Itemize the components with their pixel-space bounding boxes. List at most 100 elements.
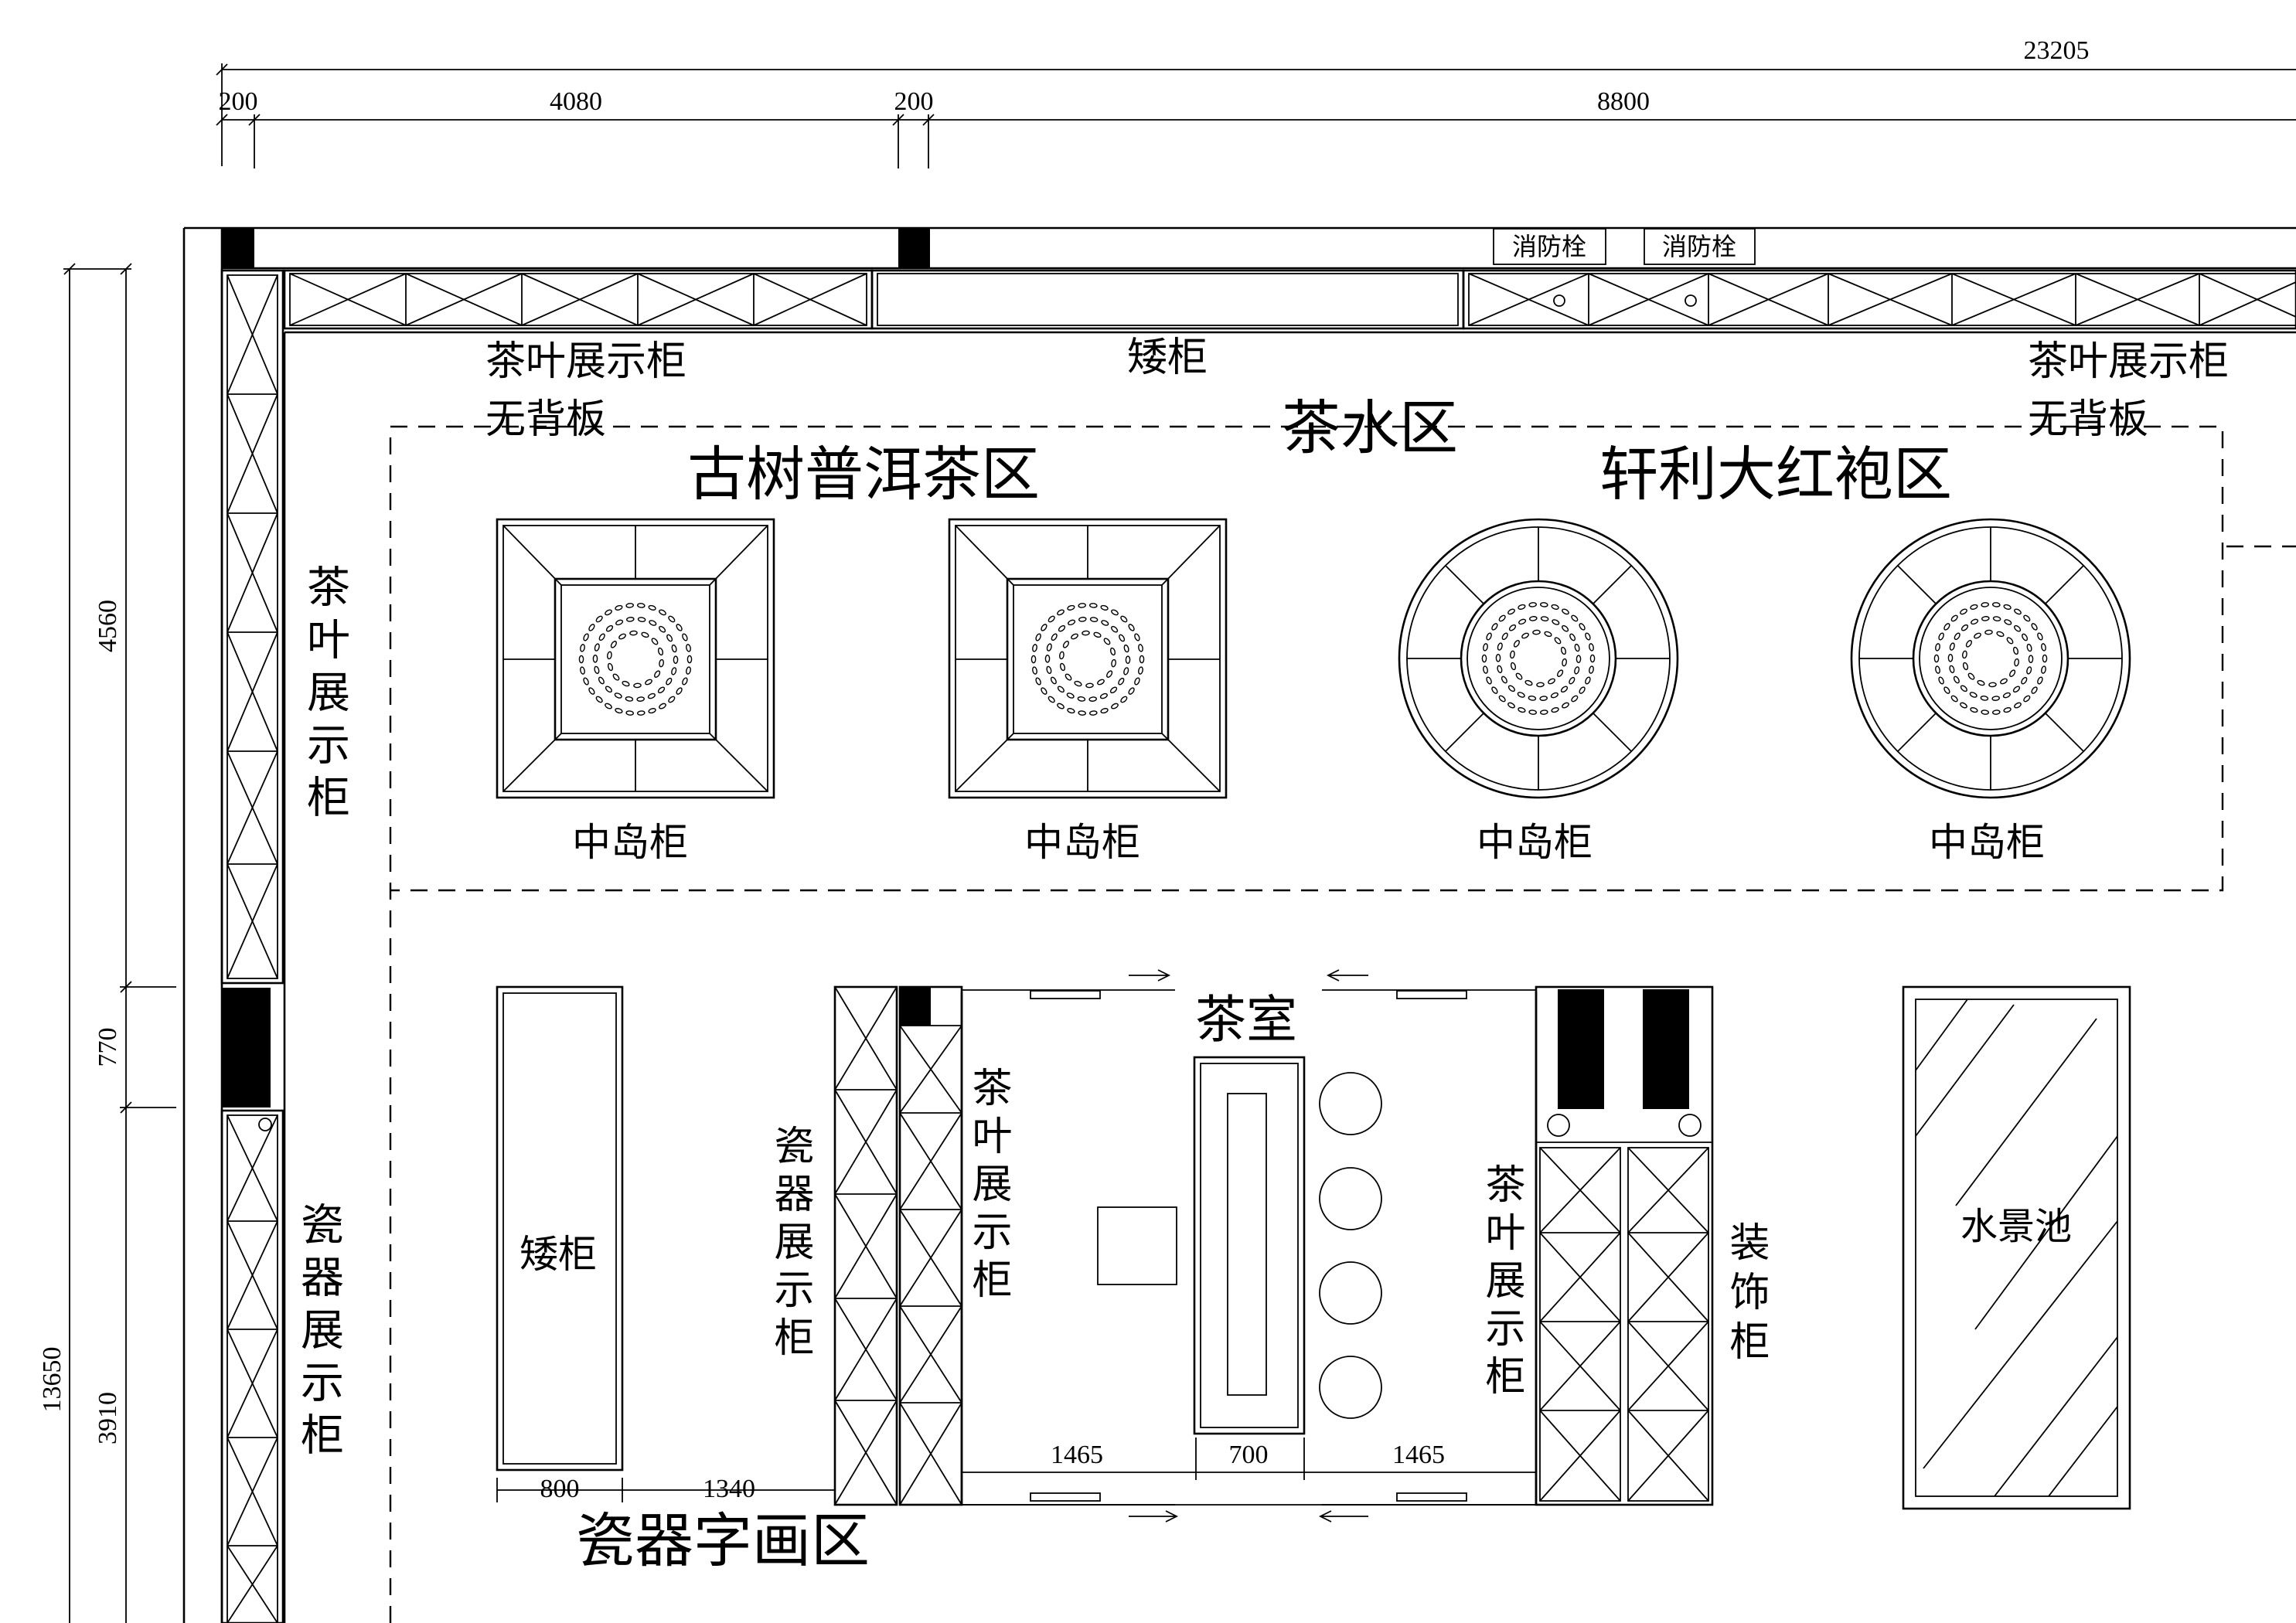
plant-leaf [1109, 686, 1118, 694]
dim-top-seg-2: 4080 [550, 87, 602, 116]
plant-leaf [637, 603, 646, 608]
fire-hydrant-label-1: 消防栓 [1512, 233, 1586, 260]
island-cabinet-round-1 [1398, 518, 1679, 799]
plant-leaf [1970, 604, 1978, 610]
plant-leaf [2003, 604, 2012, 610]
plant-leaf [648, 708, 656, 714]
plant-leaf [1046, 665, 1052, 675]
plant-leaf [1970, 707, 1978, 713]
plant-leaf [1032, 644, 1037, 652]
plant-leaf [1032, 666, 1037, 675]
plant-leaf [1947, 654, 1954, 662]
plant-leaf [1981, 709, 1989, 715]
left-porcelain-display-vertical-label: 瓷器展示柜 [294, 1202, 344, 1465]
plant-leaf [1953, 675, 1960, 684]
plant-leaf [1950, 695, 1958, 703]
plant-leaf [1949, 642, 1955, 651]
plant-leaf [676, 687, 683, 695]
plant-leaf [1498, 695, 1506, 703]
plant-leaf [594, 665, 600, 675]
plant-leaf [659, 703, 666, 709]
plant-leaf [1066, 692, 1075, 699]
plant-leaf [1077, 696, 1086, 702]
plant-leaf [657, 647, 664, 656]
plant-leaf [2012, 646, 2019, 655]
plant-leaf [668, 615, 676, 623]
plant-leaf [1992, 616, 2001, 621]
plant-leaf [1120, 615, 1128, 623]
plant-leaf [1058, 624, 1066, 632]
plant-leaf [1057, 686, 1065, 693]
plant-leaf [1960, 685, 1967, 692]
plant-leaf [1486, 632, 1492, 641]
plant-leaf [1118, 677, 1125, 686]
plant-leaf [682, 677, 688, 686]
plant-leaf [647, 692, 656, 699]
plant-leaf [1501, 632, 1508, 641]
plant-3 [1481, 602, 1596, 715]
plant-leaf [1569, 633, 1576, 641]
plant-decorations [578, 602, 2048, 716]
plant-leaf [1510, 662, 1517, 671]
tea-display-cabinet-inner-left [898, 985, 963, 1506]
plant-leaf [659, 658, 664, 668]
plant-leaf [1551, 604, 1559, 610]
plant-leaf [1123, 644, 1129, 653]
plant-leaf [1991, 696, 2000, 701]
plant-1 [578, 603, 693, 716]
plant-leaf [1068, 619, 1076, 626]
fire-hydrant-label-2: 消防栓 [1662, 233, 1736, 260]
dahongpao-area-label: 轩利大红袍区 [1599, 443, 1952, 508]
plant-leaf [1495, 654, 1501, 662]
plant-leaf [1089, 617, 1099, 622]
plant-leaf [671, 644, 677, 653]
plant-leaf [1123, 667, 1129, 675]
top-low-cabinet [870, 269, 1465, 330]
plant-leaf [1139, 655, 1145, 664]
plant-leaf [2026, 666, 2032, 675]
dim-bottom-2: 1340 [703, 1475, 755, 1503]
plant-leaf [625, 710, 634, 716]
plant-leaf [1585, 676, 1591, 685]
plant-leaf [1109, 647, 1116, 656]
plant-leaf [1518, 604, 1526, 610]
column-1 [223, 229, 254, 267]
plant-leaf [1576, 655, 1582, 663]
plant-leaf [1521, 632, 1529, 639]
plant-leaf [583, 633, 589, 641]
plant-leaf [1540, 602, 1548, 607]
dim-left-seg-2: 770 [94, 1028, 122, 1067]
plant-leaf [1585, 632, 1591, 641]
island-cabinet-square-1 [496, 518, 775, 799]
plant-leaf [1138, 666, 1143, 675]
plant-leaf [2023, 695, 2031, 703]
plant-leaf [666, 634, 673, 642]
island-cabinet-label-4: 中岛柜 [1929, 820, 2045, 865]
plant-leaf [1589, 665, 1594, 674]
plant-leaf [1569, 676, 1576, 685]
plant-leaf [1943, 686, 1950, 694]
plant-leaf [1507, 702, 1515, 709]
plant-leaf [1536, 682, 1545, 688]
plant-leaf [578, 655, 584, 664]
plant-leaf [595, 615, 603, 623]
plant-leaf [1977, 679, 1985, 686]
dim-top-seg-4: 8800 [1597, 87, 1650, 116]
plant-leaf [1046, 643, 1052, 652]
plant-leaf [2037, 632, 2043, 641]
plant-leaf [1059, 662, 1066, 672]
plant-leaf [1962, 650, 1967, 659]
plant-leaf [1111, 609, 1119, 616]
tea-room-label: 茶室 [1195, 990, 1297, 1050]
island-cabinet-label-3: 中岛柜 [1477, 820, 1593, 865]
plant-leaf [1562, 608, 1569, 615]
plant-leaf [605, 703, 612, 709]
plant-leaf [636, 696, 645, 702]
plant-leaf [1078, 710, 1086, 716]
right-tea-display-vertical-label: 茶叶展示柜 [1478, 1163, 1524, 1403]
plant-leaf [618, 633, 626, 640]
plant-leaf [629, 630, 638, 636]
plant-leaf [1996, 631, 2005, 638]
plant-leaf [1103, 638, 1111, 645]
plant-leaf [1119, 634, 1126, 642]
